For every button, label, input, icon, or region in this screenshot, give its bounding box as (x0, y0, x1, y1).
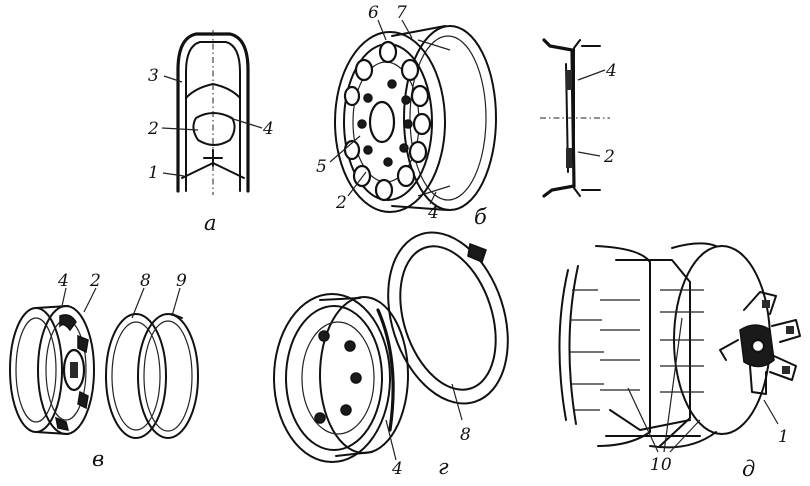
label-d-10: 10 (650, 455, 672, 475)
figure-d-spoke-wheel (558, 242, 801, 453)
label-a-2: 2 (147, 119, 159, 139)
caption-g: г (438, 455, 449, 479)
figure-a-tire-section (161, 30, 263, 195)
label-v-4: 4 (57, 271, 69, 291)
label-a-1: 1 (148, 163, 159, 183)
figure-g-wheel-split-ring (273, 231, 509, 463)
label-v-8: 8 (140, 271, 151, 291)
figure-v-wheel-with-rings (9, 287, 199, 439)
label-a-4: 4 (262, 119, 274, 139)
label-g-8: 8 (460, 425, 471, 445)
caption-b: б (474, 205, 487, 229)
label-side-4: 4 (605, 61, 617, 81)
caption-d: д (742, 457, 755, 481)
label-g-4: 4 (391, 459, 403, 479)
caption-v: в (92, 447, 104, 471)
figure-b-disc-wheel (329, 19, 497, 213)
label-v-9: 9 (176, 271, 187, 291)
figure-b-side-section (540, 38, 610, 198)
caption-a: а (204, 211, 217, 235)
label-side-2: 2 (603, 147, 615, 167)
label-b-4: 4 (427, 203, 439, 223)
label-a-3: 3 (148, 66, 159, 86)
label-b-7: 7 (396, 3, 407, 23)
label-b-6: 6 (368, 3, 379, 23)
label-v-2: 2 (89, 271, 101, 291)
label-b-5: 5 (316, 157, 327, 177)
label-b-2: 2 (335, 193, 347, 213)
label-d-1: 1 (778, 427, 789, 447)
